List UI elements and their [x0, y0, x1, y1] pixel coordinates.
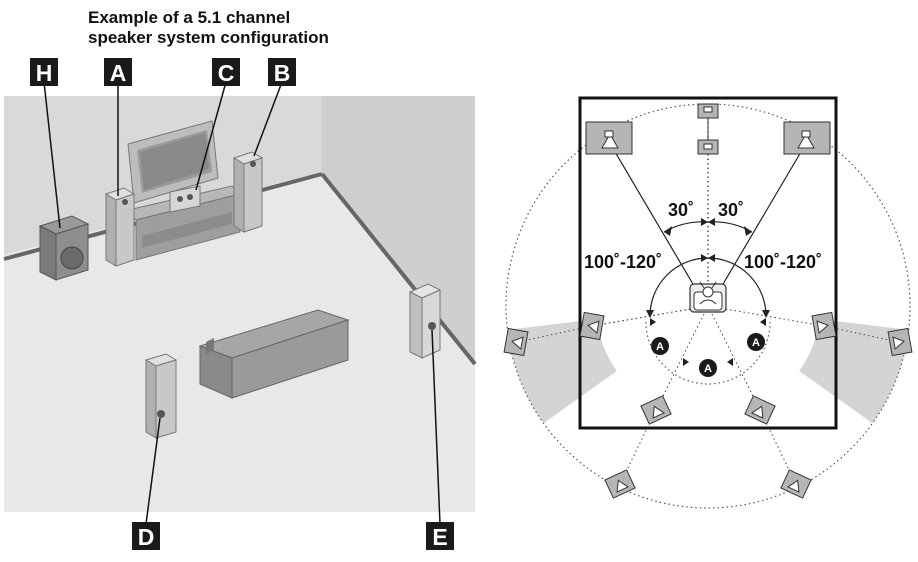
speaker-rear-left-inner [640, 395, 672, 425]
layout-diagram: 30˚ 30˚ 100˚-120˚ 100˚-120˚ [503, 96, 913, 509]
speaker-rear-right-outer [780, 469, 812, 499]
label-H: H [30, 58, 58, 86]
angle-label-left-30: 30˚ [668, 200, 694, 220]
pointer-D [145, 417, 161, 525]
angle-label-right-30: 30˚ [718, 200, 744, 220]
svg-text:D: D [138, 524, 155, 550]
subwoofer [38, 215, 90, 281]
svg-text:H: H [36, 60, 53, 86]
speaker-surround-right-inner [811, 311, 837, 341]
label-A: A [104, 58, 132, 86]
speaker-surround-right-outer [887, 327, 913, 357]
speaker-center-alt [697, 139, 719, 155]
svg-text:A: A [656, 341, 664, 353]
label-B: B [268, 58, 296, 86]
speaker-surround-left-outer [503, 327, 529, 357]
zone-marker-left: A [651, 337, 669, 355]
room-illustration: H A C B D E [3, 58, 477, 550]
svg-text:B: B [274, 60, 291, 86]
speaker-rear-right-inner [744, 395, 776, 425]
speaker-front-left [585, 121, 633, 155]
baseboard-right [320, 172, 477, 366]
speaker-surround-left-inner [579, 311, 605, 341]
svg-text:A: A [110, 60, 127, 86]
surround-right-speaker [408, 283, 442, 359]
front-right-speaker [232, 151, 264, 233]
zone-marker-right: A [747, 333, 765, 351]
surround-left-speaker [144, 353, 178, 439]
svg-text:A: A [752, 337, 760, 349]
angle-label-left-range: 100˚-120˚ [584, 252, 662, 272]
angle-label-right-range: 100˚-120˚ [744, 252, 822, 272]
label-E: E [426, 522, 454, 550]
listener-chair [689, 281, 727, 313]
outer-placement-circle [505, 103, 911, 509]
pointer-H [43, 81, 61, 229]
pointer-C [195, 81, 227, 191]
line-front-left [607, 139, 701, 297]
sofa [198, 309, 350, 399]
pointer-B [253, 81, 283, 157]
line-front-right [715, 139, 809, 297]
arc-range-right [707, 257, 767, 317]
television [127, 120, 219, 204]
label-D: D [132, 522, 160, 550]
title-line-1: Example of a 5.1 channel [88, 8, 290, 27]
speaker-center-top [697, 103, 719, 119]
room-outline [578, 96, 838, 430]
arc-range-left [649, 257, 709, 317]
front-left-speaker [104, 187, 136, 267]
svg-text:E: E [432, 524, 447, 550]
speaker-rear-left-outer [604, 469, 636, 499]
svg-text:A: A [704, 363, 712, 375]
pointer-E [431, 329, 441, 525]
title-line-2: speaker system configuration [88, 28, 329, 47]
speaker-front-right [783, 121, 831, 155]
zone-marker-bottom: A [699, 359, 717, 377]
center-speaker [169, 185, 201, 213]
label-C: C [212, 58, 240, 86]
svg-text:C: C [218, 60, 235, 86]
